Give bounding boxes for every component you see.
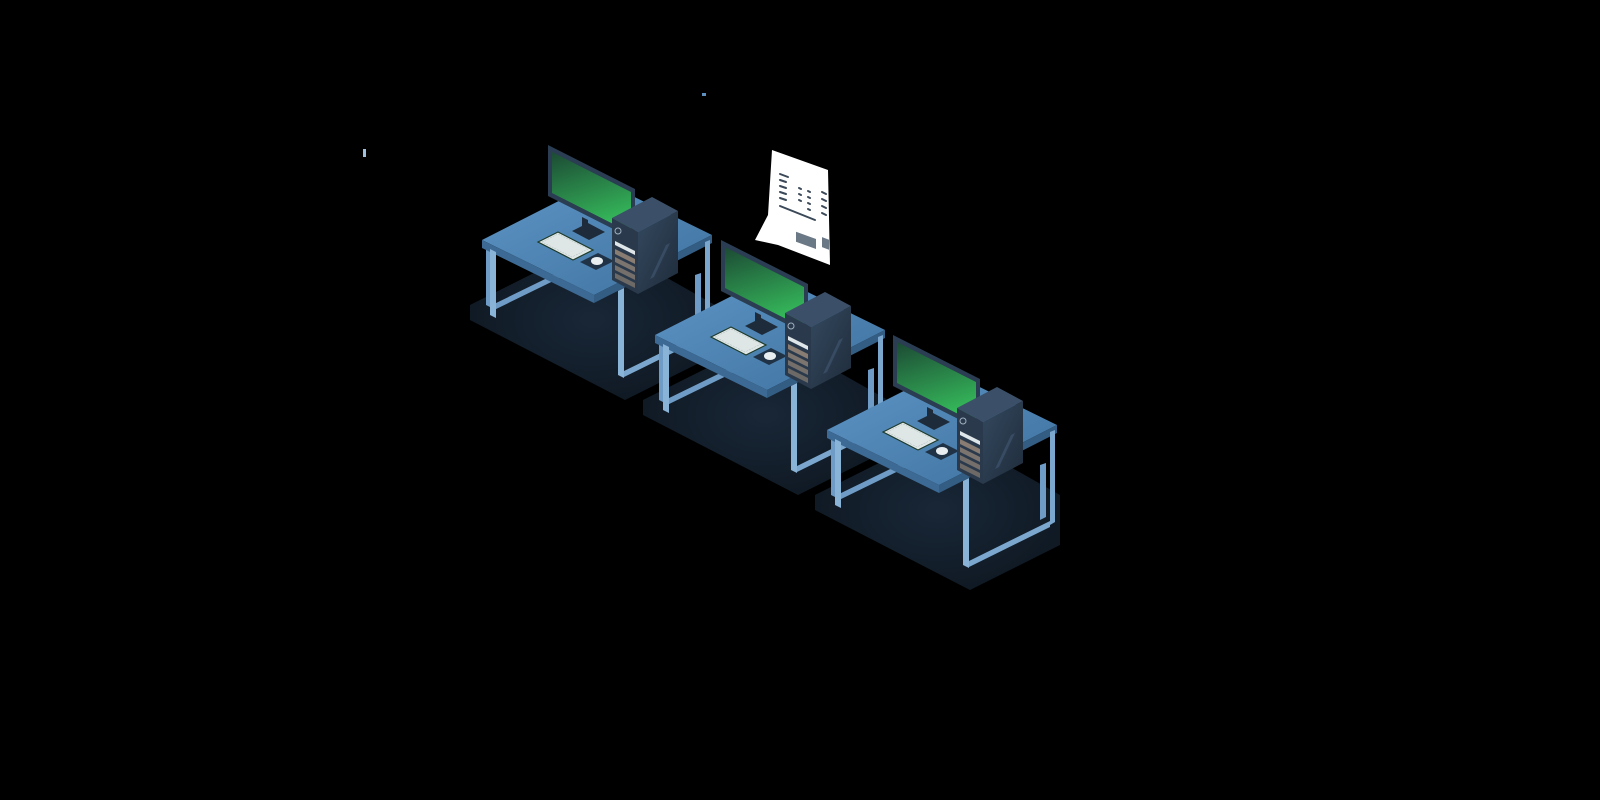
- workstation-1: [469, 144, 716, 401]
- particle: [702, 93, 706, 96]
- particle: [363, 149, 366, 157]
- document-icon: [755, 150, 830, 265]
